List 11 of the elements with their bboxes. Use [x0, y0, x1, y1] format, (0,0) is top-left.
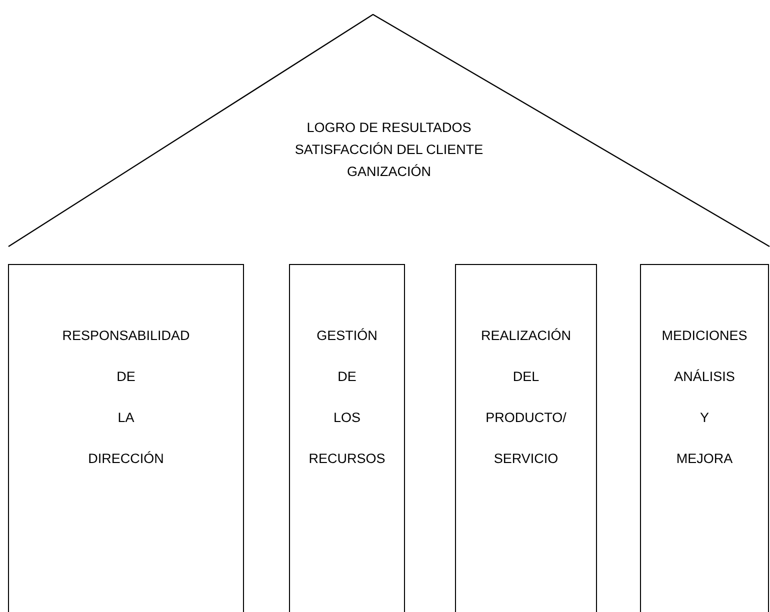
pillar-label: MEDICIONES ANÁLISIS Y MEJORA: [662, 327, 748, 468]
pillar-label: RESPONSABILIDAD DE LA DIRECCIÓN: [62, 327, 190, 468]
roof-text: GANIZACIÓN: [346, 163, 432, 181]
roof-text: LOGRO DE RESULTADOS: [306, 119, 472, 137]
pillar: [455, 264, 597, 612]
pillar-label: REALIZACIÓN DEL PRODUCTO/ SERVICIO: [480, 327, 572, 468]
pillar-label: GESTIÓN DE LOS RECURSOS: [308, 327, 386, 468]
pillar: [289, 264, 405, 612]
pillar: [640, 264, 769, 612]
roof-text: SATISFACCIÓN DEL CLIENTE: [294, 141, 484, 159]
pillar: [8, 264, 244, 612]
